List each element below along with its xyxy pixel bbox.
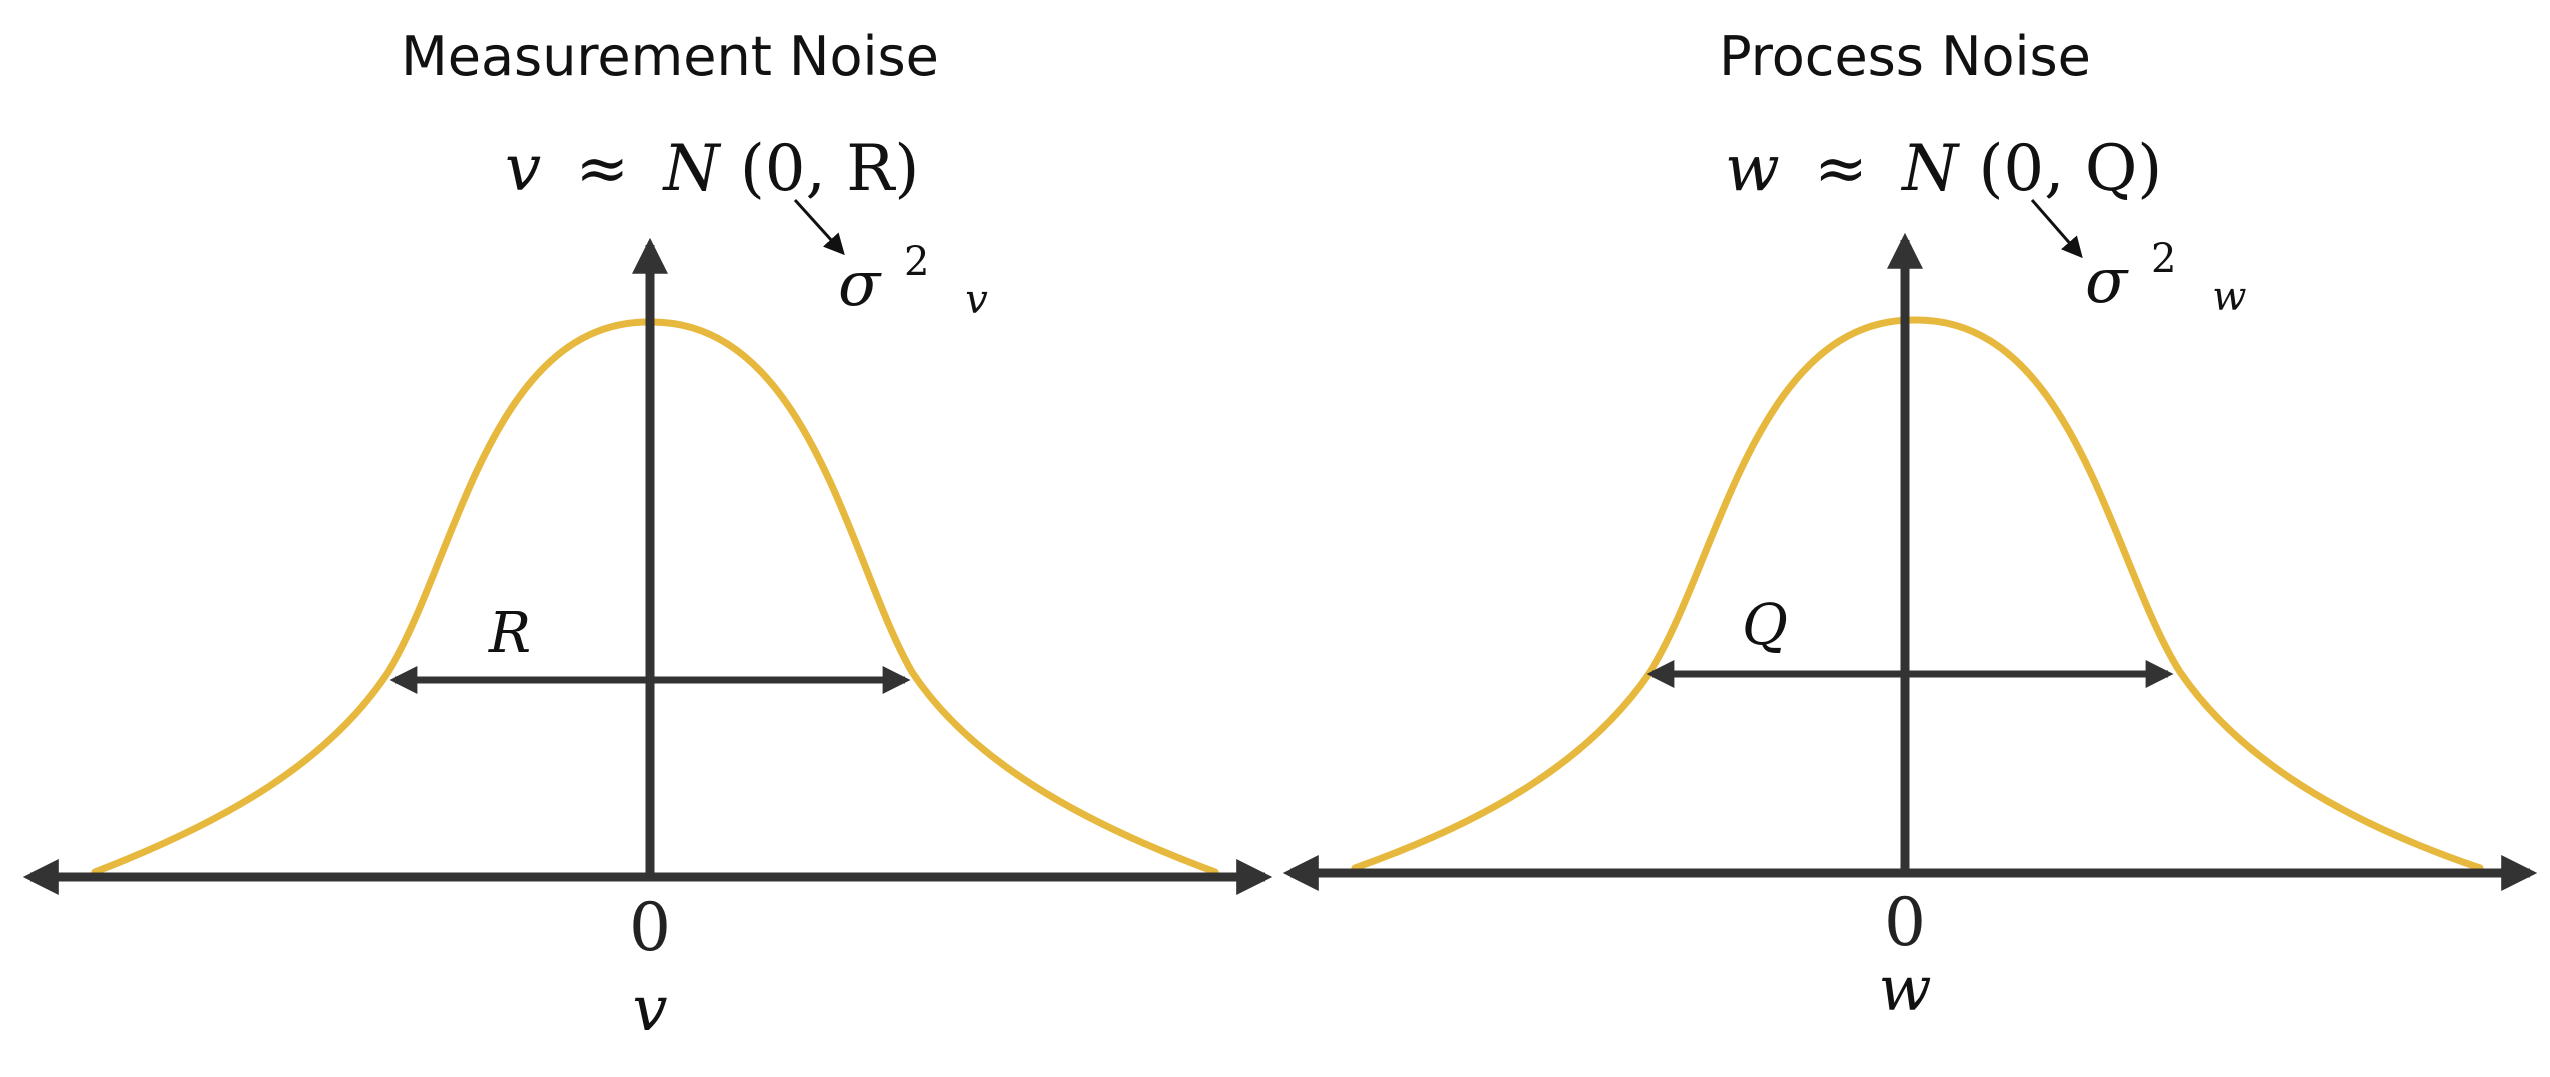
axis-label: w: [1878, 952, 1931, 1025]
width-label: R: [488, 601, 531, 666]
panel-title: Process Noise: [1719, 25, 2091, 88]
equation-approx: ≈: [1814, 132, 1868, 206]
equation-dist: N: [661, 132, 721, 206]
variance-label: σ 2 v: [838, 217, 988, 323]
origin-label: 0: [629, 889, 671, 966]
variance-pointer-arrow: [2030, 199, 2083, 259]
distribution-equation: w ≈ N (0, Q): [1725, 132, 2162, 206]
distribution-equation: v ≈ N (0, R): [505, 132, 919, 206]
variance-subscript: v: [965, 277, 988, 323]
equation-dist: N: [1900, 132, 1960, 206]
equation-args: (0, Q): [1978, 132, 2162, 206]
axis-label: v: [632, 972, 667, 1045]
variance-pointer-arrow: [793, 198, 845, 256]
equation-variable: w: [1725, 132, 1780, 206]
origin-label: 0: [1884, 884, 1926, 961]
panel-measurement-noise: Measurement Noise v ≈ N (0, R) σ 2 v R 0…: [22, 25, 1273, 1045]
gaussian-curve: [1351, 316, 2484, 872]
variance-power: 2: [904, 239, 929, 285]
panel-process-noise: Process Noise w ≈ N (0, Q) σ 2 w Q 0 w: [1282, 25, 2538, 1025]
gaussian-curve: [91, 318, 1219, 876]
variance-label: σ 2 w: [2085, 214, 2246, 320]
equation-approx: ≈: [576, 132, 630, 206]
variance-subscript: w: [2212, 274, 2246, 320]
equation-args: (0, R): [740, 132, 920, 206]
variance-sigma: σ: [2085, 244, 2129, 317]
width-label: Q: [1742, 593, 1788, 658]
panel-title: Measurement Noise: [401, 25, 939, 88]
variance-power: 2: [2151, 236, 2176, 282]
variance-sigma: σ: [838, 247, 882, 320]
equation-variable: v: [505, 132, 541, 206]
